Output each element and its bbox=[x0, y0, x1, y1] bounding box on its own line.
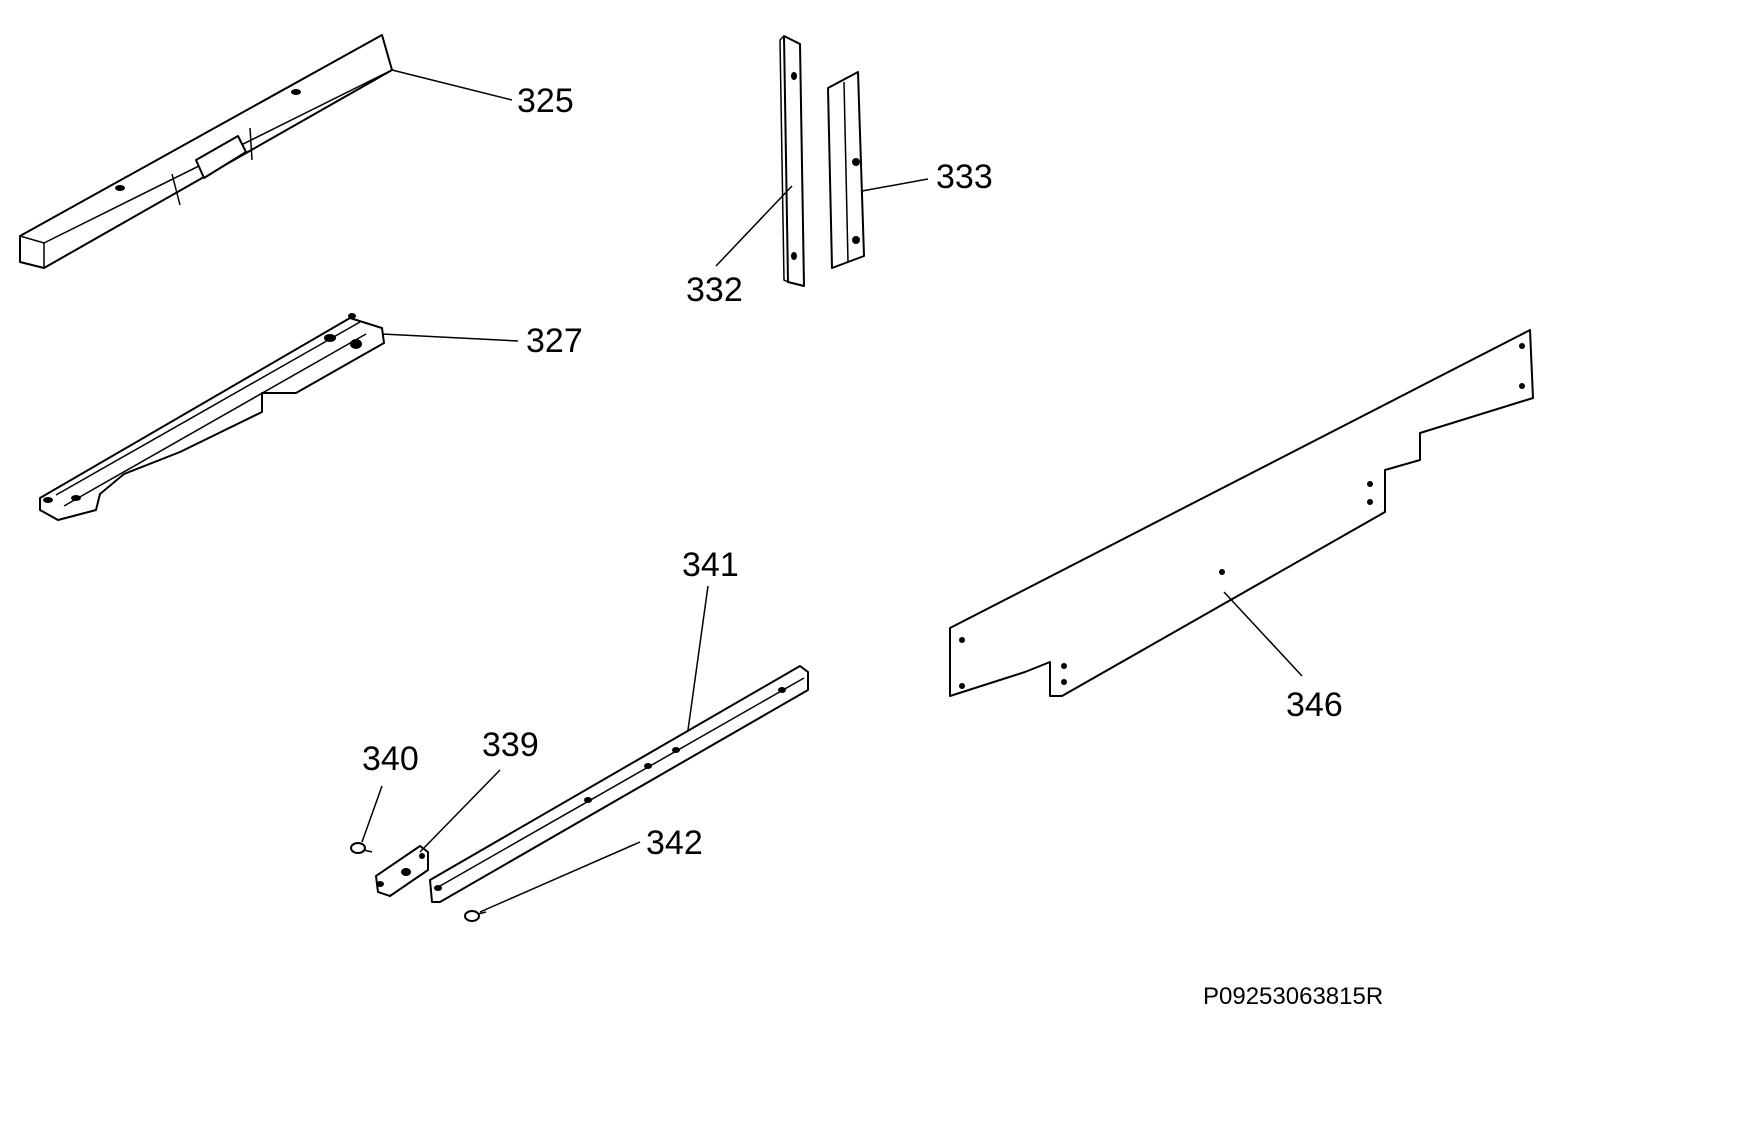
label-339: 339 bbox=[482, 726, 539, 764]
callout-labels: 325 327 332 333 339 340 341 342 346 bbox=[362, 82, 1343, 862]
leader-332 bbox=[715, 185, 793, 267]
part-339-bracket[interactable] bbox=[375, 845, 429, 897]
part-332-vertical-strip[interactable] bbox=[779, 35, 805, 287]
part-341-slide-rail[interactable] bbox=[429, 665, 809, 903]
leader-340 bbox=[361, 785, 383, 843]
label-346: 346 bbox=[1286, 686, 1343, 724]
leader-333 bbox=[861, 178, 929, 192]
leader-341 bbox=[687, 585, 709, 731]
part-342-screw[interactable] bbox=[464, 910, 487, 922]
leader-339 bbox=[419, 769, 501, 853]
leader-342 bbox=[479, 841, 641, 913]
leader-325 bbox=[391, 69, 513, 101]
label-332: 332 bbox=[686, 271, 743, 309]
diagram-reference-code: P09253063815R bbox=[1203, 983, 1383, 1010]
label-341: 341 bbox=[682, 546, 739, 584]
part-333-vertical-channel[interactable] bbox=[827, 71, 865, 269]
part-327-runner-rail[interactable] bbox=[39, 313, 385, 521]
part-346-back-panel[interactable] bbox=[949, 329, 1534, 697]
leader-lines bbox=[361, 69, 1303, 913]
leader-346 bbox=[1223, 591, 1303, 677]
part-325-beam[interactable] bbox=[19, 34, 393, 269]
label-342: 342 bbox=[646, 824, 703, 862]
part-340-screw[interactable] bbox=[350, 842, 373, 854]
leader-327 bbox=[381, 333, 519, 342]
label-340: 340 bbox=[362, 740, 419, 778]
label-327: 327 bbox=[526, 322, 583, 360]
label-333: 333 bbox=[936, 158, 993, 196]
label-325: 325 bbox=[517, 82, 574, 120]
